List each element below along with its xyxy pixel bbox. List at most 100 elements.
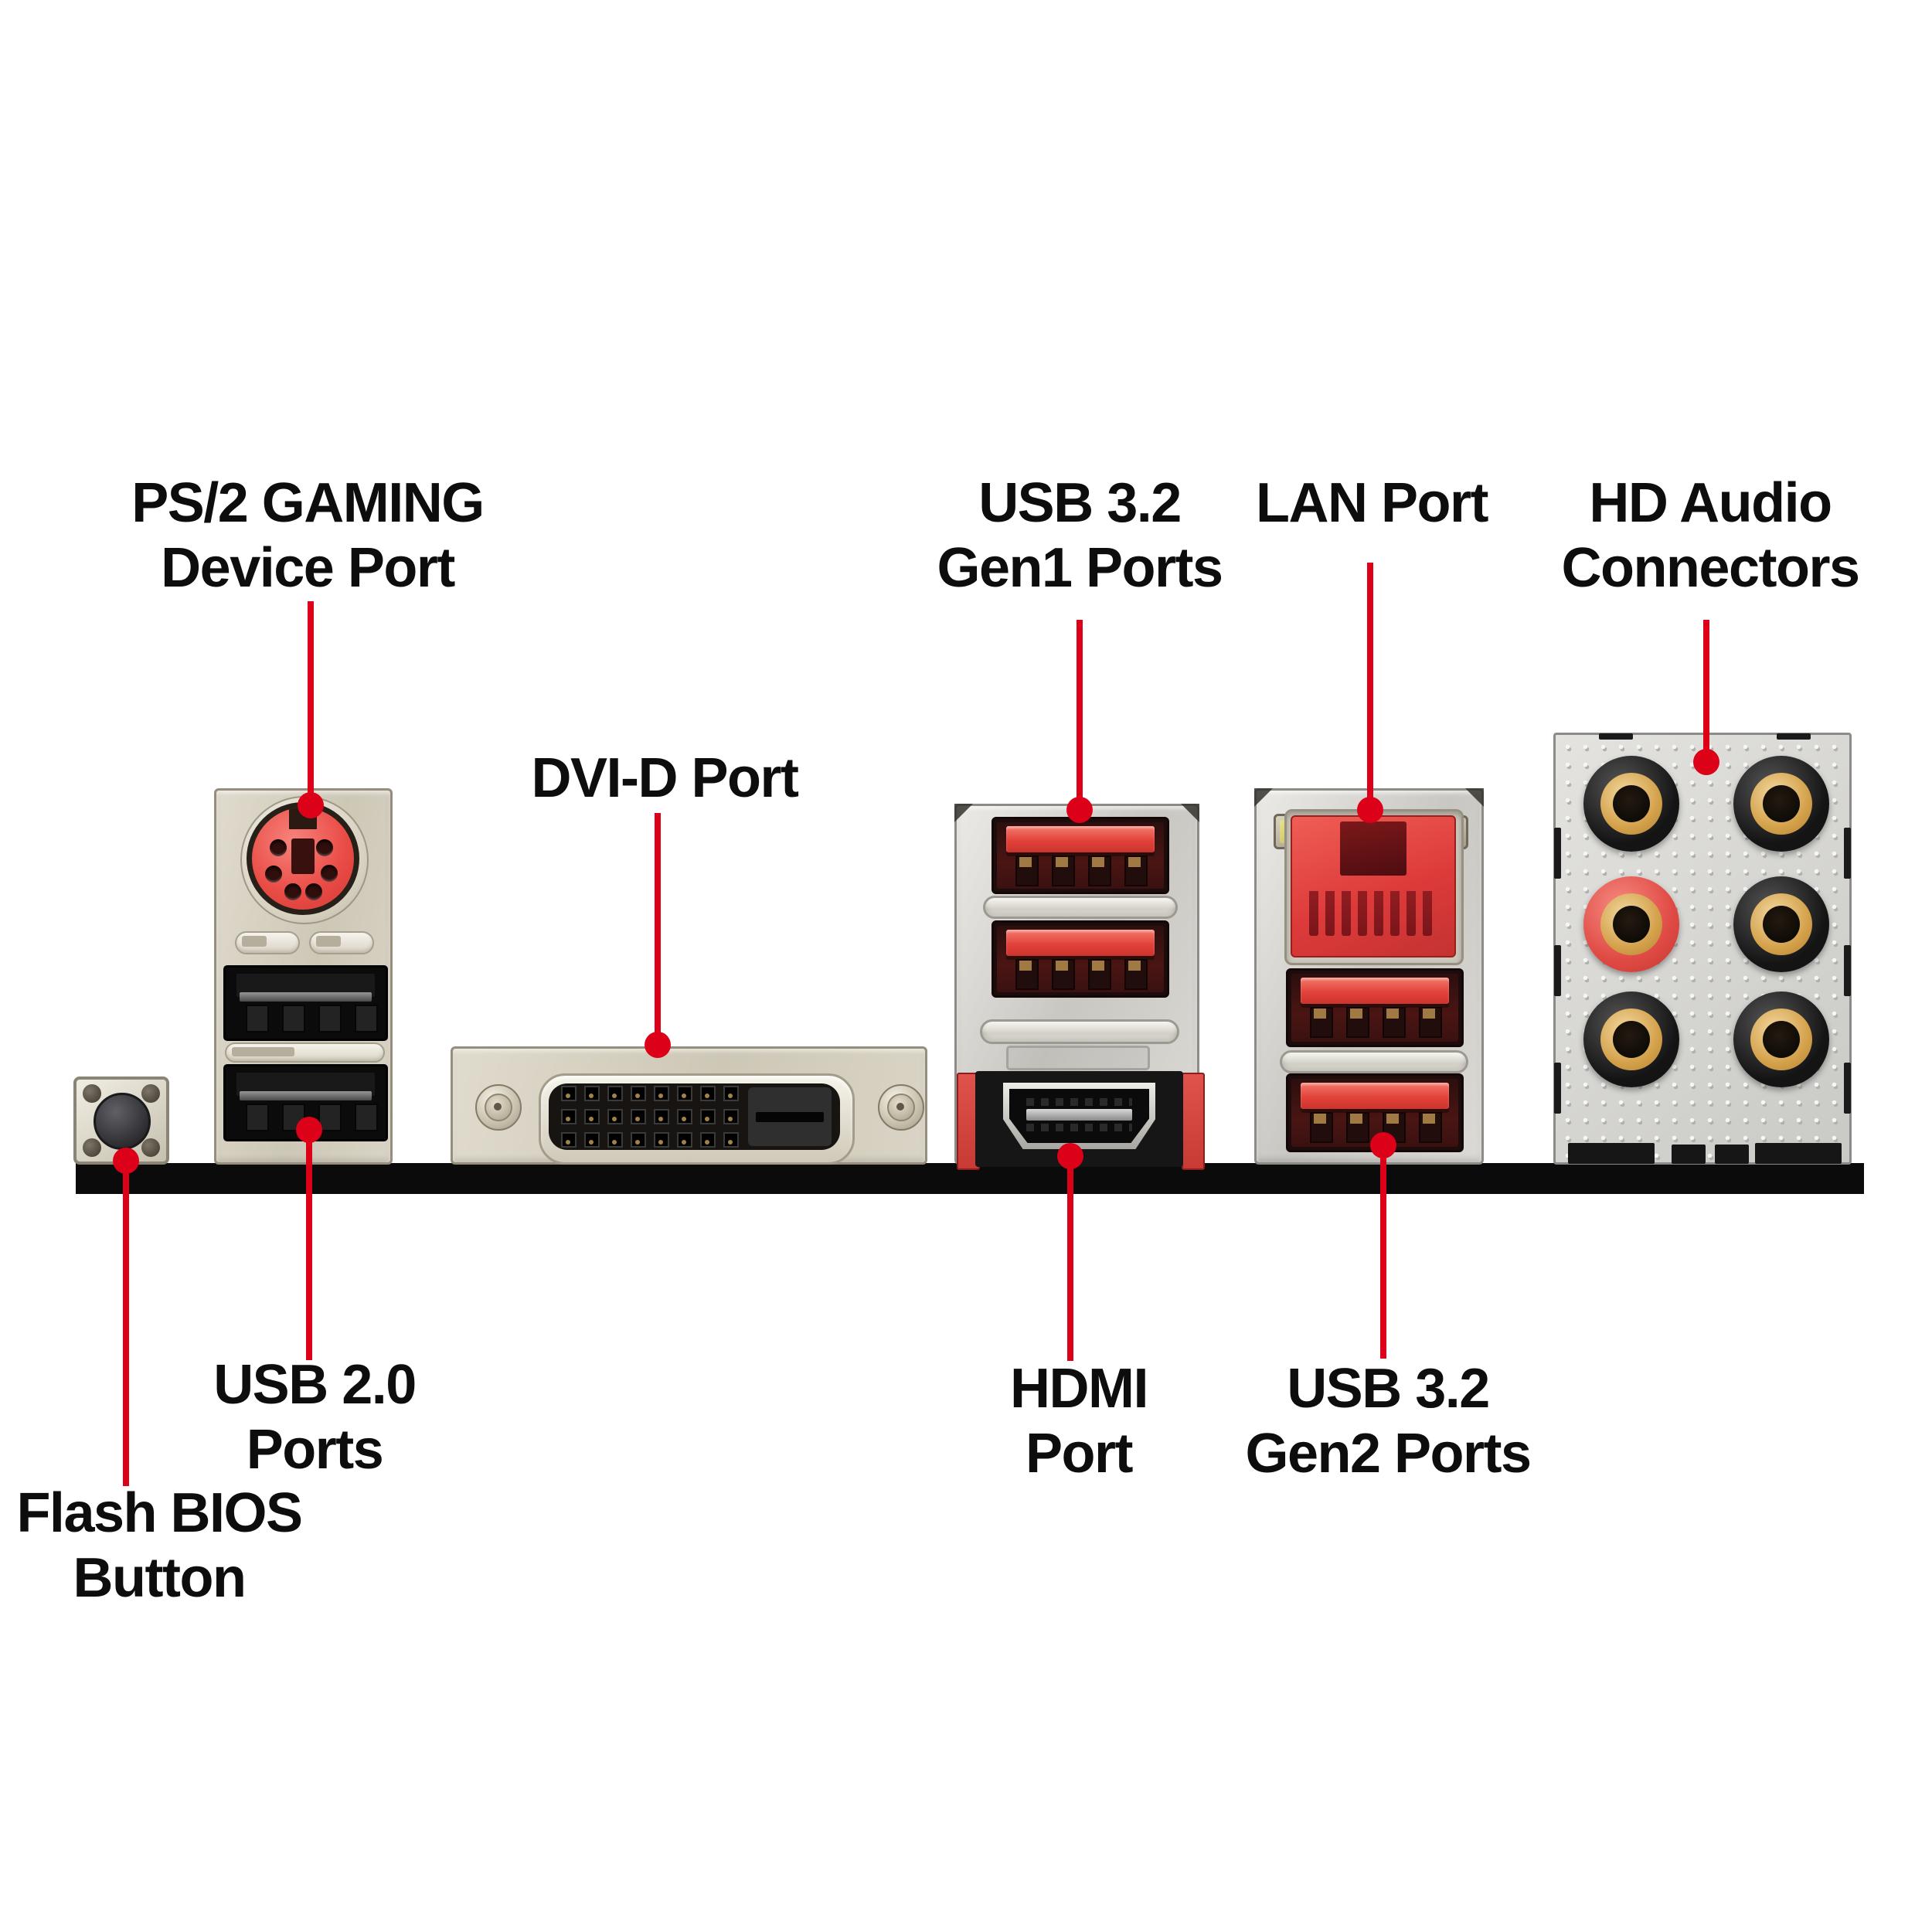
jack-hole bbox=[1613, 785, 1650, 822]
usb-contacts bbox=[1006, 959, 1155, 990]
leader-usb20 bbox=[306, 1130, 312, 1360]
usb-contact-tooth bbox=[1088, 959, 1111, 990]
usb-contact-tooth bbox=[246, 1104, 269, 1131]
leader-usb32gen1 bbox=[1077, 620, 1083, 810]
leader-dvi bbox=[655, 813, 661, 1045]
ps2-port-insert bbox=[252, 808, 354, 910]
leader-dot-lan bbox=[1357, 797, 1383, 823]
leader-usb32gen2 bbox=[1380, 1145, 1386, 1359]
label-line: Connectors bbox=[1561, 537, 1860, 599]
usb-contact-tooth bbox=[318, 1104, 342, 1131]
panel-foot bbox=[1568, 1143, 1655, 1164]
button-corner-pad bbox=[83, 1084, 101, 1103]
usb-contacts bbox=[1301, 1007, 1449, 1038]
label-line: USB 3.2 bbox=[1287, 1358, 1490, 1420]
usb-contact-tooth bbox=[318, 1005, 342, 1032]
dvi-pin-hole bbox=[584, 1086, 600, 1101]
leader-ps2 bbox=[308, 601, 314, 805]
jack-hole bbox=[1613, 1021, 1650, 1058]
leader-dot-usb20 bbox=[296, 1117, 322, 1143]
audio-jack-bottom-right bbox=[1733, 992, 1829, 1087]
label-line: USB 3.2 bbox=[978, 472, 1182, 534]
label-ps2-gaming-device-port: PS/2 GAMING Device Port bbox=[76, 471, 539, 600]
dvi-pin-hole bbox=[584, 1132, 600, 1148]
usb-contact-tooth bbox=[1383, 1007, 1406, 1038]
usb-contact-tooth bbox=[1419, 1007, 1442, 1038]
ps2-pin-hole bbox=[305, 883, 322, 900]
leader-dot-hdmi bbox=[1057, 1143, 1083, 1169]
panel-foot bbox=[1755, 1143, 1842, 1164]
audio-jack-line-in bbox=[1583, 756, 1679, 852]
usb32-gen1-port-2 bbox=[992, 920, 1169, 998]
usb-tongue bbox=[1301, 1083, 1449, 1109]
lan-pin-tooth bbox=[1374, 891, 1383, 936]
usb-contact-tooth bbox=[1346, 1007, 1369, 1038]
panel-notch bbox=[1554, 1063, 1561, 1114]
usb-tongue bbox=[1006, 930, 1155, 956]
bracket-corner bbox=[1465, 788, 1484, 807]
screw-dot bbox=[896, 1103, 904, 1111]
dvi-d-bracket bbox=[451, 1046, 927, 1165]
lan-usb32gen2-bracket bbox=[1254, 788, 1484, 1165]
audio-jack-bottom-left bbox=[1583, 992, 1679, 1087]
usb-contact-tooth bbox=[1015, 855, 1039, 886]
dvi-pin-hole bbox=[584, 1109, 600, 1124]
bracket-corner bbox=[1181, 804, 1199, 822]
label-line: Button bbox=[73, 1547, 247, 1609]
hdmi-pins-bottom bbox=[1026, 1124, 1132, 1131]
usb-contact-tooth bbox=[282, 1005, 305, 1032]
panel-notch bbox=[1844, 945, 1851, 996]
usb-contact-tooth bbox=[1346, 1112, 1369, 1143]
dvi-pin-hole bbox=[631, 1086, 646, 1101]
usb32gen1-hdmi-bracket bbox=[954, 804, 1205, 1170]
ps2-pin-hole bbox=[316, 839, 333, 856]
lan-pin-teeth bbox=[1309, 891, 1437, 939]
usb-contact-tooth bbox=[355, 1005, 378, 1032]
panel-notch bbox=[1554, 945, 1561, 996]
label-line: Ports bbox=[246, 1419, 384, 1481]
indicator-slot bbox=[309, 931, 374, 954]
panel-notch bbox=[1844, 1063, 1851, 1114]
label-line: Gen1 Ports bbox=[937, 537, 1223, 599]
dvi-blade-slot bbox=[756, 1112, 824, 1122]
usb-contact-tooth bbox=[246, 1005, 269, 1032]
dvi-pin-hole bbox=[607, 1132, 623, 1148]
lan-pin-tooth bbox=[1325, 891, 1335, 936]
bracket-stamp bbox=[1006, 1046, 1150, 1070]
dvi-pin-hole bbox=[561, 1132, 577, 1148]
bracket-corner bbox=[954, 804, 973, 822]
button-corner-pad bbox=[141, 1138, 160, 1157]
panel-notch bbox=[1777, 733, 1811, 740]
dvi-blade-panel bbox=[748, 1087, 832, 1146]
ps2-center-slot bbox=[291, 838, 315, 874]
leader-dot-usb32gen2 bbox=[1370, 1132, 1396, 1158]
usb-contact-tooth bbox=[355, 1104, 378, 1131]
usb-contact-tooth bbox=[1052, 959, 1075, 990]
panel-notch bbox=[1599, 733, 1633, 740]
usb-tongue-edge bbox=[240, 1091, 372, 1100]
label-line: Gen2 Ports bbox=[1245, 1423, 1532, 1485]
audio-jack-mid-right bbox=[1733, 876, 1829, 972]
label-line: PS/2 GAMING bbox=[131, 472, 485, 534]
label-flash-bios-button: Flash BIOS Button bbox=[0, 1481, 391, 1611]
dvi-pin-hole bbox=[631, 1132, 646, 1148]
dvi-d-port-opening bbox=[549, 1083, 840, 1150]
usb-contact-tooth bbox=[1310, 1112, 1333, 1143]
button-corner-pad bbox=[141, 1084, 160, 1103]
usb-contact-tooth bbox=[1310, 1007, 1333, 1038]
label-line: HD Audio bbox=[1589, 472, 1832, 534]
flash-bios-button bbox=[73, 1077, 169, 1165]
lan-pin-tooth bbox=[1390, 891, 1400, 936]
panel-foot bbox=[1672, 1145, 1706, 1164]
label-line: Port bbox=[1026, 1423, 1134, 1485]
leader-dot-hdaudio bbox=[1693, 749, 1719, 775]
dvi-pin-hole bbox=[631, 1109, 646, 1124]
hd-audio-panel bbox=[1553, 733, 1852, 1165]
lan-pin-tooth bbox=[1406, 891, 1416, 936]
hdmi-side-bracket-right bbox=[1182, 1073, 1205, 1170]
usb-contact-tooth bbox=[1052, 855, 1075, 886]
jack-hole bbox=[1763, 1021, 1800, 1058]
lan-port bbox=[1291, 815, 1456, 957]
dvi-pin-hole bbox=[654, 1086, 669, 1101]
dvi-pin-hole bbox=[654, 1109, 669, 1124]
